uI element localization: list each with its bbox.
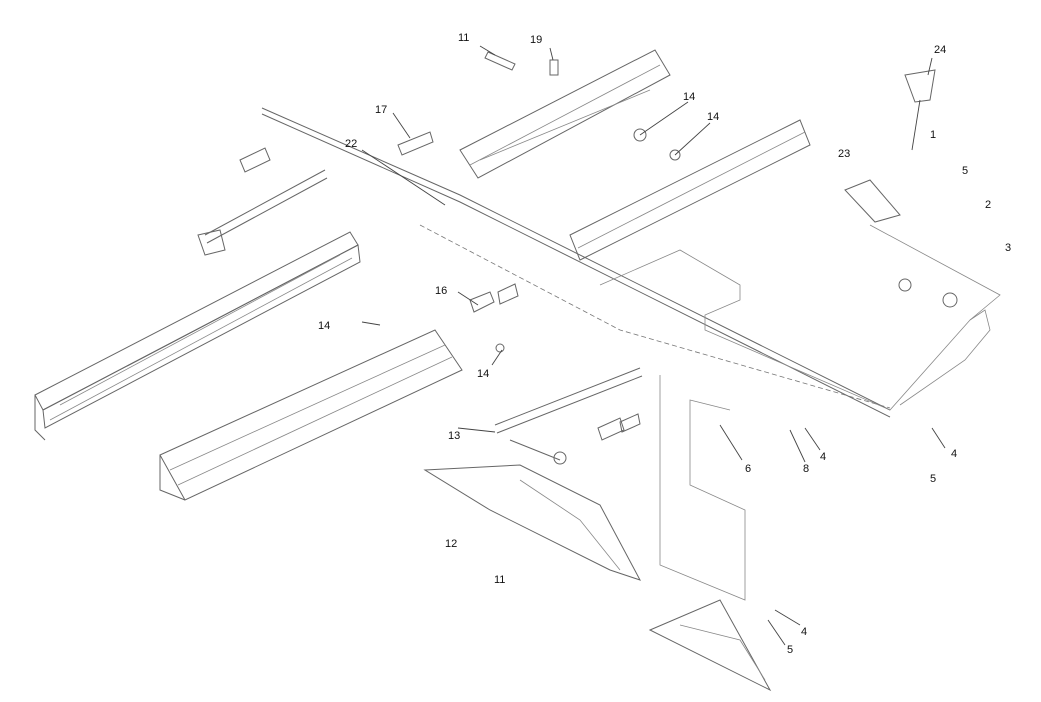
callout-19: 19 bbox=[530, 34, 542, 46]
small-parts bbox=[239, 69, 958, 441]
outline-plate-right bbox=[599, 224, 1001, 411]
callout-14-d: 14 bbox=[477, 368, 489, 380]
main-shaft bbox=[261, 107, 891, 418]
rail-upper-center bbox=[459, 49, 671, 179]
callout-24: 24 bbox=[934, 44, 946, 56]
callout-2: 2 bbox=[985, 199, 991, 211]
callout-16: 16 bbox=[435, 285, 447, 297]
rail-middle-left bbox=[159, 329, 463, 501]
part-drawings bbox=[34, 49, 1001, 692]
callout-22: 22 bbox=[345, 138, 357, 150]
callout-1: 1 bbox=[930, 129, 936, 141]
callout-23: 23 bbox=[838, 148, 850, 160]
callout-3: 3 bbox=[1005, 242, 1011, 254]
callout-5-c: 5 bbox=[787, 644, 793, 656]
callout-17: 17 bbox=[375, 104, 387, 116]
top-bolts bbox=[397, 51, 559, 156]
callout-11-bottom: 11 bbox=[494, 574, 505, 586]
funnel-lower bbox=[423, 464, 642, 581]
leader-lines bbox=[361, 45, 946, 646]
callout-13: 13 bbox=[448, 430, 460, 442]
callout-4-b: 4 bbox=[951, 448, 957, 460]
callout-14-a: 14 bbox=[683, 91, 695, 103]
callout-6: 6 bbox=[745, 463, 751, 475]
callout-8: 8 bbox=[803, 463, 809, 475]
cone-bottom bbox=[648, 599, 772, 692]
callout-12: 12 bbox=[445, 538, 457, 550]
rod-lower bbox=[494, 367, 643, 465]
rod-left bbox=[197, 169, 328, 256]
rail-right bbox=[569, 119, 811, 261]
callout-5-a: 5 bbox=[962, 165, 968, 177]
callout-labels: 11 19 24 14 14 17 22 23 1 5 2 3 16 14 14… bbox=[318, 32, 1011, 656]
callout-4-a: 4 bbox=[820, 451, 826, 463]
long-rail-left bbox=[34, 231, 361, 441]
callout-14-b: 14 bbox=[707, 111, 719, 123]
callout-11-top: 11 bbox=[458, 32, 469, 44]
callout-14-c: 14 bbox=[318, 320, 330, 332]
vertical-member bbox=[659, 375, 746, 601]
callout-4-c: 4 bbox=[801, 626, 807, 638]
callout-5-b: 5 bbox=[930, 473, 936, 485]
